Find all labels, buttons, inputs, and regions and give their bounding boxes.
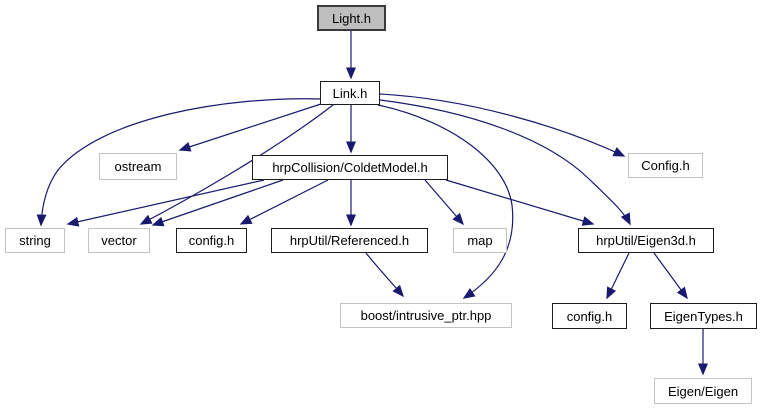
node-config_h_mid[interactable]: config.h <box>176 228 247 253</box>
node-boost_intrusive: boost/intrusive_ptr.hpp <box>340 303 512 328</box>
edge-coldet_model-to-eigen3d_h <box>445 179 595 226</box>
edge-link_h-to-ostream <box>178 102 325 152</box>
node-string: string <box>5 228 65 253</box>
edge-coldet_model-to-string <box>66 179 265 227</box>
edge-coldet_model-to-vector <box>151 179 284 227</box>
node-config_h_bot[interactable]: config.h <box>552 303 627 329</box>
edge-referenced_h-to-boost_intrusive <box>365 252 404 298</box>
edge-eigen3d_h-to-eigentypes_h <box>653 252 688 300</box>
node-eigentypes_h[interactable]: EigenTypes.h <box>650 303 757 329</box>
edge-coldet_model-to-map <box>424 179 464 226</box>
node-light_h: Light.h <box>317 5 386 31</box>
node-referenced_h[interactable]: hrpUtil/Referenced.h <box>271 228 428 253</box>
edge-link_h-to-string <box>36 98 324 227</box>
node-eigen_eigen: Eigen/Eigen <box>654 378 752 404</box>
node-config_h_top: Config.h <box>628 153 703 178</box>
node-ostream: ostream <box>99 153 177 180</box>
node-link_h[interactable]: Link.h <box>320 81 380 105</box>
edge-coldet_model-to-config_h_mid <box>239 179 329 225</box>
edge-link_h-to-config_h_top <box>379 93 626 157</box>
node-eigen3d_h[interactable]: hrpUtil/Eigen3d.h <box>578 228 714 253</box>
edge-link_h-to-eigen3d_h <box>379 99 631 226</box>
edge-link_h-to-vector <box>139 104 334 225</box>
node-vector: vector <box>88 228 150 253</box>
node-map: map <box>453 228 507 253</box>
edge-link_h-to-boost_intrusive <box>377 104 514 299</box>
edge-eigen3d_h-to-config_h_bot <box>606 252 630 300</box>
node-coldet_model[interactable]: hrpCollision/ColdetModel.h <box>252 155 448 180</box>
